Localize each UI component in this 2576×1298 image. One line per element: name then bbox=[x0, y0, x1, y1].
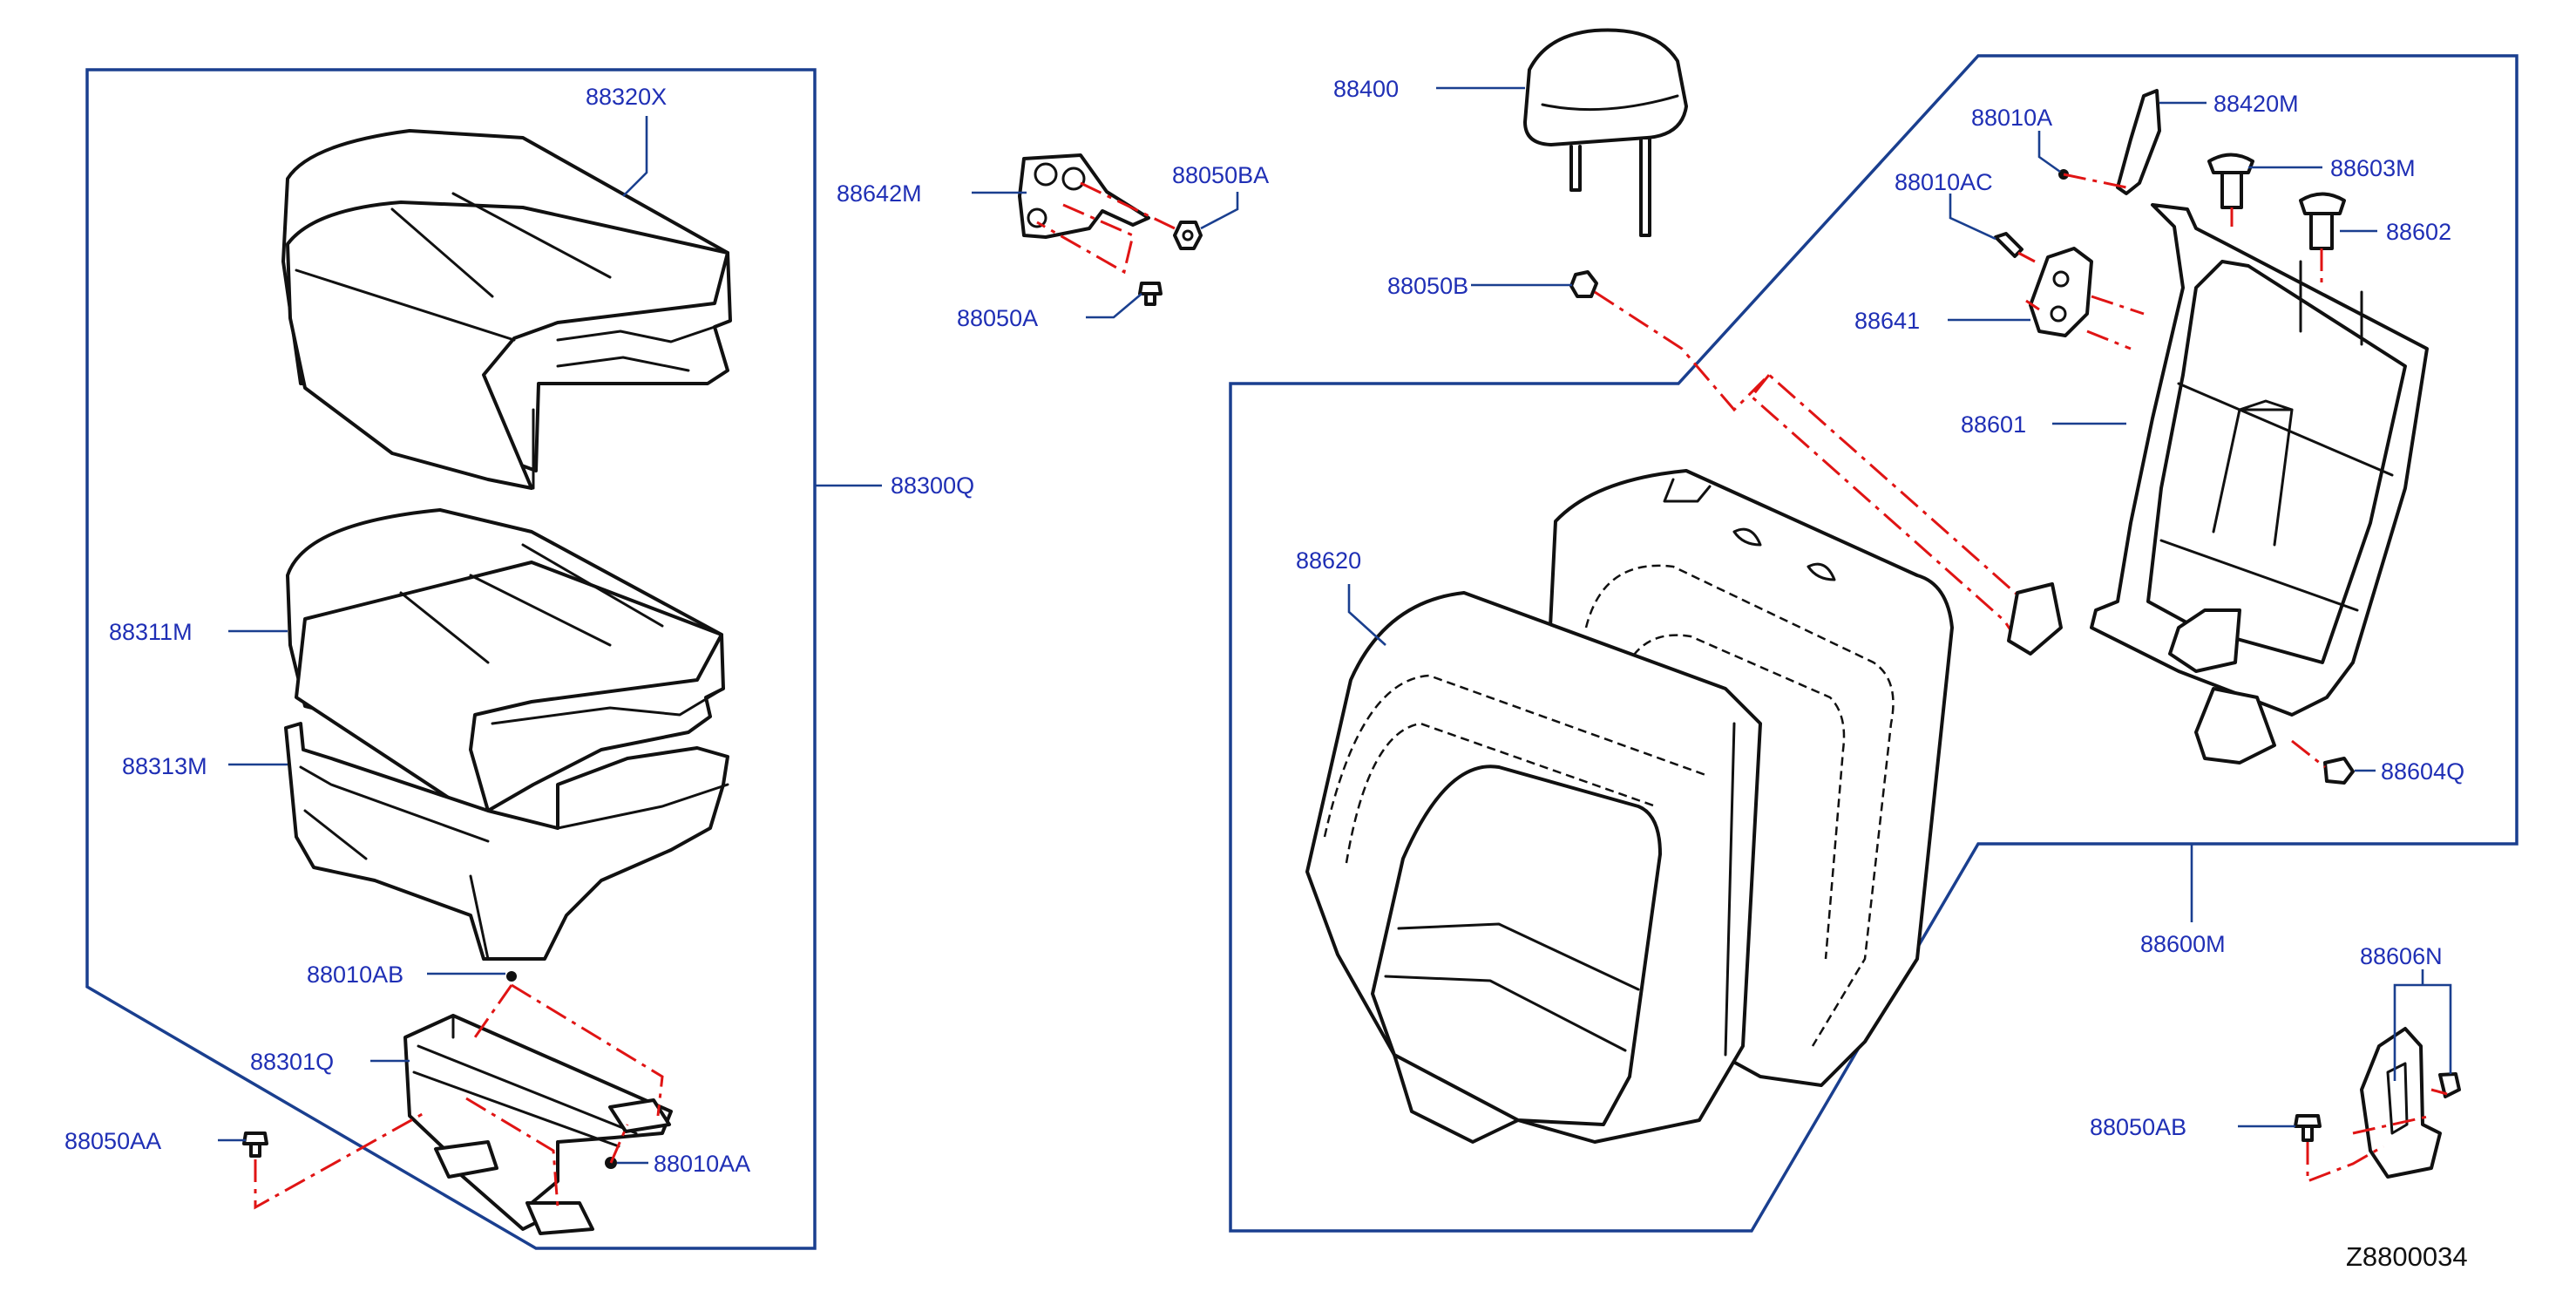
label-88602: 88602 bbox=[2386, 219, 2451, 245]
label-88601: 88601 bbox=[1961, 411, 2026, 438]
bolt-88050A-icon bbox=[1138, 282, 1163, 306]
leader-88010A bbox=[2037, 131, 2061, 173]
label-88642M: 88642M bbox=[837, 180, 922, 207]
label-88010AB: 88010AB bbox=[307, 962, 403, 988]
nut-88050BA-icon bbox=[1173, 221, 1203, 250]
bracket-88606N bbox=[2360, 1027, 2442, 1179]
nut-88050B-icon bbox=[1569, 270, 1598, 298]
seat-cushion-pad bbox=[286, 508, 725, 817]
label-88400: 88400 bbox=[1333, 76, 1399, 102]
label-88604Q: 88604Q bbox=[2381, 758, 2464, 785]
label-88420M: 88420M bbox=[2213, 91, 2299, 117]
assembly-line-88010AB bbox=[473, 983, 664, 1117]
assembly-line-88604Q bbox=[2291, 739, 2326, 769]
assembly-line-88010AA bbox=[609, 1124, 629, 1164]
leader-88620 bbox=[1347, 584, 1386, 646]
label-88050A: 88050A bbox=[957, 305, 1038, 331]
label-88313M: 88313M bbox=[122, 753, 207, 779]
clip-88010AB-icon bbox=[506, 971, 517, 982]
seat-back-assembly-frame bbox=[1229, 54, 2518, 1233]
label-88050AB: 88050AB bbox=[2090, 1114, 2186, 1140]
seat-back-trim-88620 bbox=[1305, 591, 1762, 1144]
hinge-bracket-88642M bbox=[1018, 153, 1150, 239]
label-88300Q: 88300Q bbox=[891, 472, 974, 499]
assembly-line-88606N bbox=[2430, 1088, 2448, 1096]
pin-88603M-icon bbox=[2207, 153, 2254, 209]
label-88606N: 88606N bbox=[2360, 943, 2443, 969]
bolt-88604Q-icon bbox=[2323, 757, 2355, 785]
seat-back-frame-88601 bbox=[2007, 203, 2429, 765]
headrest-88400 bbox=[1523, 28, 1688, 237]
seat-cushion-lower-pad bbox=[284, 722, 729, 961]
seat-cushion-trim bbox=[281, 129, 732, 490]
bolt-88606N-icon bbox=[2438, 1072, 2461, 1098]
strap-88420M bbox=[2116, 89, 2161, 195]
leader-88320X bbox=[622, 116, 648, 197]
leader-88606N bbox=[2393, 969, 2452, 1081]
diagram-code: Z8800034 bbox=[2346, 1241, 2468, 1272]
bolt-88010AC-icon bbox=[1994, 232, 2024, 258]
assembly-line-88010A bbox=[2063, 173, 2127, 189]
seat-cushion-frame bbox=[403, 1014, 673, 1235]
leader-88010AC bbox=[1949, 194, 1996, 241]
label-88600M: 88600M bbox=[2140, 931, 2226, 957]
leader-88050A bbox=[1086, 293, 1142, 319]
assembly-line-88050AB bbox=[2306, 1114, 2432, 1184]
label-88010AC: 88010AC bbox=[1895, 169, 1993, 195]
label-88311M: 88311M bbox=[109, 619, 193, 645]
label-88050AA: 88050AA bbox=[64, 1128, 161, 1154]
assembly-line-88010AC bbox=[2017, 251, 2145, 350]
label-88050BA: 88050BA bbox=[1172, 162, 1269, 188]
label-88050B: 88050B bbox=[1387, 273, 1468, 299]
bolt-88050AB-icon bbox=[2294, 1114, 2322, 1142]
label-88603M: 88603M bbox=[2330, 155, 2416, 181]
label-88010AA: 88010AA bbox=[654, 1151, 750, 1177]
label-88641: 88641 bbox=[1854, 308, 1920, 334]
label-88320X: 88320X bbox=[586, 84, 667, 110]
leader-88050BA bbox=[1200, 192, 1239, 230]
bolt-88050AA-icon bbox=[242, 1132, 268, 1158]
label-88620: 88620 bbox=[1296, 547, 1361, 574]
hinge-latch-88641 bbox=[2029, 247, 2093, 337]
pin-88602-icon bbox=[2299, 192, 2346, 250]
assembly-line-88050AA bbox=[254, 1097, 559, 1210]
assembly-line-88050BA bbox=[1036, 181, 1176, 275]
label-88010A: 88010A bbox=[1971, 105, 2052, 131]
label-88301Q: 88301Q bbox=[250, 1049, 334, 1075]
seat-cushion-assembly-frame bbox=[85, 68, 817, 1250]
